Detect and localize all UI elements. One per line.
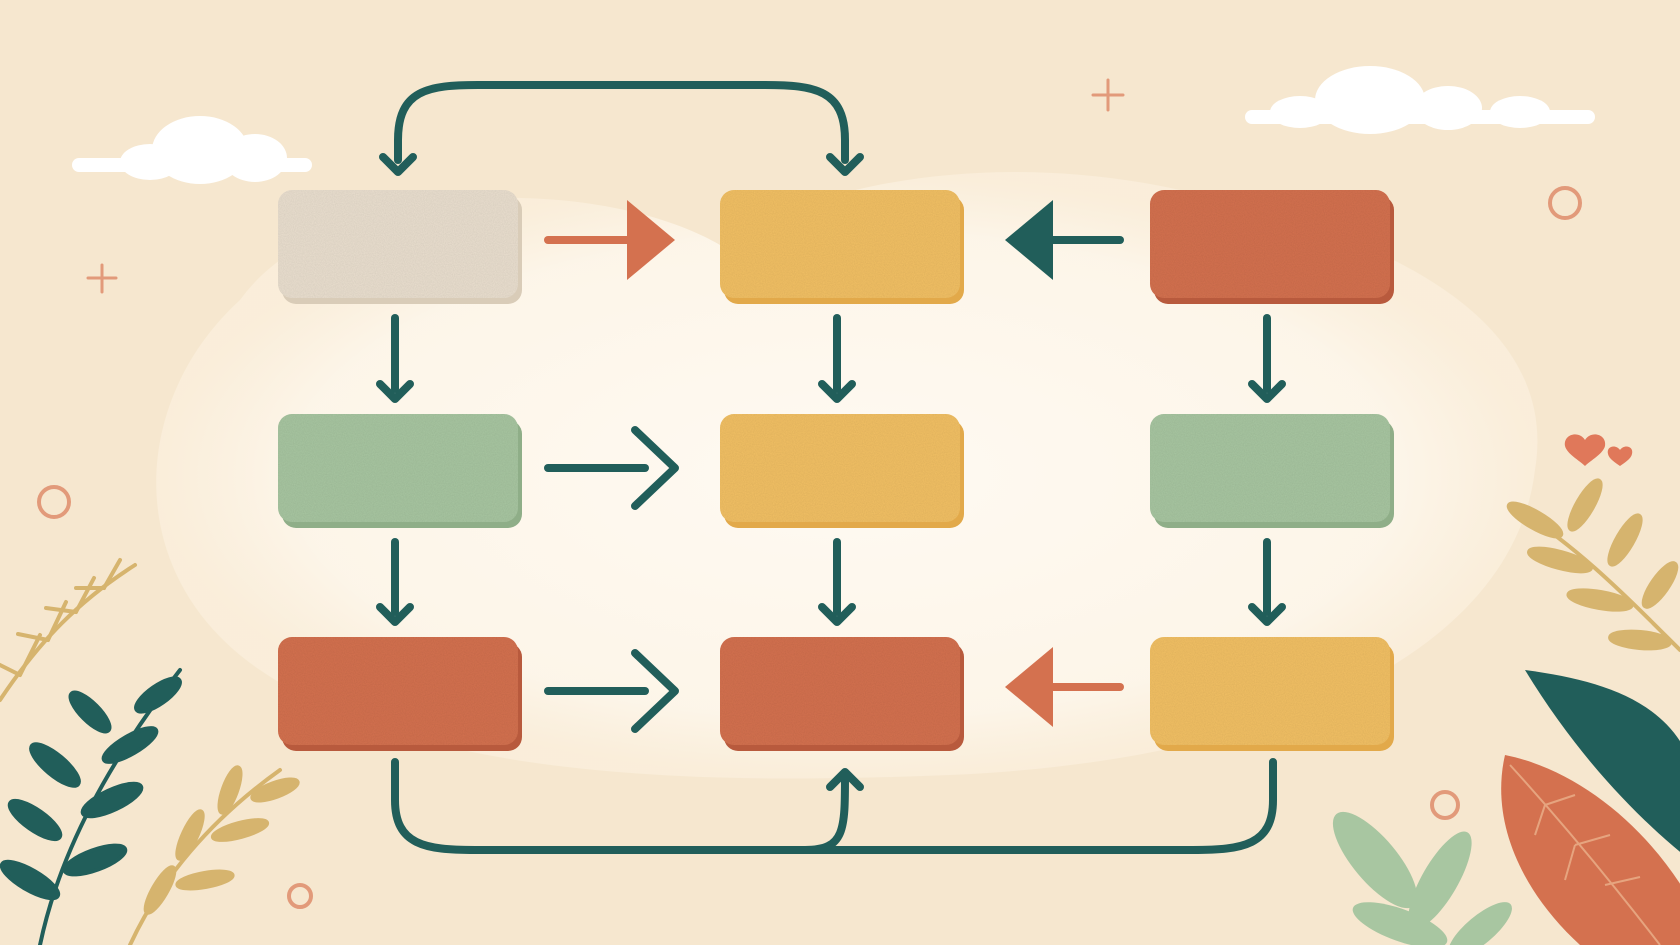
flow-node-r3c1 — [278, 637, 522, 751]
arrow-left-icon — [1005, 200, 1053, 280]
wheat-icon — [1506, 478, 1680, 652]
arrow-down-icon — [818, 380, 856, 403]
ring-icon — [1548, 186, 1582, 220]
loop-connector-bottom — [391, 758, 1277, 854]
arrow-down-icon — [379, 153, 417, 176]
flow-node-r3c2 — [720, 637, 964, 751]
heart-icon — [1564, 434, 1606, 466]
flow-node-r2c1 — [278, 414, 522, 528]
loop-connector-top — [394, 81, 849, 164]
leaf-vein-icon — [1509, 764, 1661, 945]
leaf-icon — [1501, 755, 1680, 945]
node-box — [278, 414, 518, 522]
wheat-icon — [128, 765, 300, 945]
node-box — [278, 190, 518, 298]
arrow-right-icon — [631, 649, 679, 733]
arrow-right-icon — [627, 200, 675, 280]
ring-icon — [1430, 790, 1460, 820]
arrow-up-icon — [826, 768, 864, 791]
arrow-left-icon — [1005, 647, 1053, 727]
node-box — [720, 637, 960, 745]
fern-icon — [0, 558, 137, 702]
arrow-down-icon — [818, 603, 856, 626]
node-box — [720, 414, 960, 522]
arrow-down-icon — [1248, 380, 1286, 403]
heart-icon — [1607, 446, 1633, 466]
arrow-right-icon — [631, 426, 679, 510]
cloud-icon — [1245, 66, 1595, 134]
ring-icon — [287, 883, 313, 909]
loop-connector-branch — [801, 771, 849, 854]
flow-node-r2c2 — [720, 414, 964, 528]
flow-node-r2c3 — [1150, 414, 1394, 528]
arrow-down-icon — [376, 380, 414, 403]
cloud-icon — [72, 116, 312, 184]
node-layer — [278, 190, 1394, 751]
ring-icon — [37, 485, 71, 519]
flow-node-r1c2 — [720, 190, 964, 304]
sparkle-icon — [1091, 78, 1125, 112]
arrow-down-icon — [1248, 603, 1286, 626]
node-box — [1150, 414, 1390, 522]
leaf-icon — [1332, 811, 1512, 945]
sparkle-icon — [86, 263, 118, 294]
edge-layer — [376, 81, 1286, 854]
node-box — [720, 190, 960, 298]
arrow-down-icon — [826, 153, 864, 176]
leaf-icon — [1525, 670, 1680, 852]
flow-node-r3c3 — [1150, 637, 1394, 751]
node-box — [278, 637, 518, 745]
node-box — [1150, 190, 1390, 298]
flow-node-r1c3 — [1150, 190, 1394, 304]
arrow-down-icon — [376, 603, 414, 626]
fern-icon — [0, 668, 182, 945]
node-box — [1150, 637, 1390, 745]
flow-node-r1c1 — [278, 190, 522, 304]
